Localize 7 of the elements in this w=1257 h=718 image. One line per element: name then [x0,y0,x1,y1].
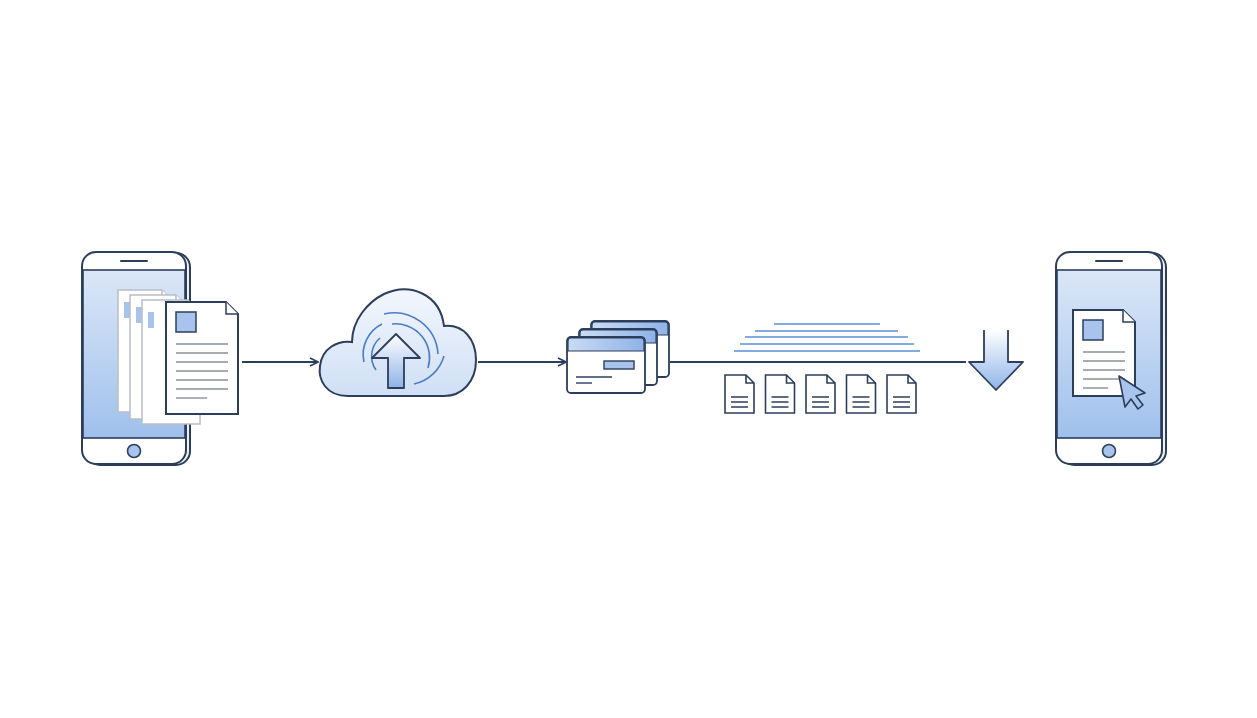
phone-drawing [80,250,242,466]
cards-drawing [566,319,670,397]
down-arrow-drawing [966,328,1026,392]
connector-line [669,361,967,363]
arrow [241,357,319,367]
phone-drawing [1053,250,1169,468]
arrow [477,357,567,367]
